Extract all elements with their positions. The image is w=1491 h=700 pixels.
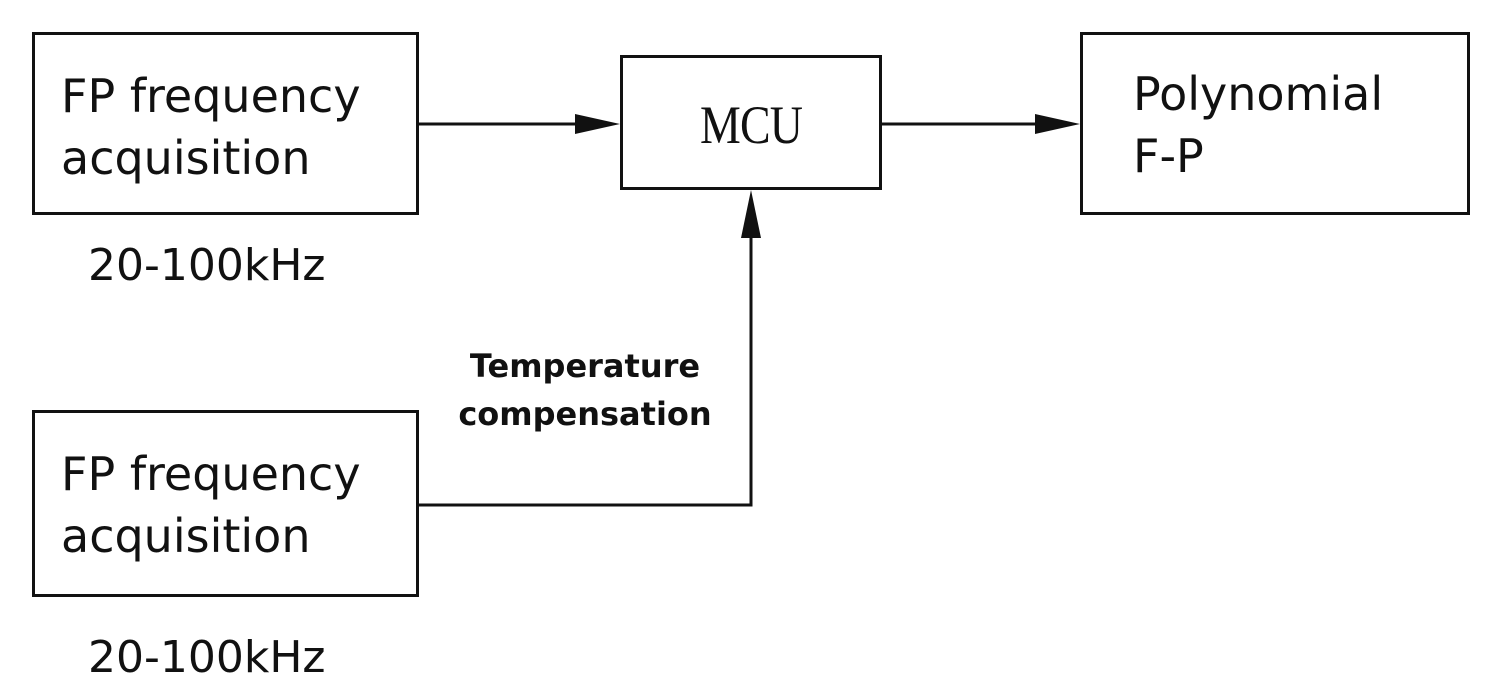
arrowhead-fp-top-to-mcu xyxy=(575,114,620,134)
fp-bottom-label: FP frequency acquisition xyxy=(61,447,361,563)
polynomial-fp-block: Polynomial F-P xyxy=(1080,32,1470,215)
arrowhead-fp-bottom-to-mcu xyxy=(741,190,761,238)
fp-frequency-acquisition-top-block: FP frequency acquisition xyxy=(32,32,419,215)
fp-bottom-frequency-range: 20-100kHz xyxy=(88,632,326,683)
polynomial-label: Polynomial F-P xyxy=(1133,67,1384,183)
mcu-block: MCU xyxy=(620,55,882,190)
temperature-compensation-label: Temperature compensation xyxy=(458,347,712,433)
mcu-label: MCU xyxy=(699,95,803,155)
fp-frequency-acquisition-bottom-block: FP frequency acquisition xyxy=(32,410,419,597)
fp-top-frequency-range: 20-100kHz xyxy=(88,240,326,291)
fp-top-label: FP frequency acquisition xyxy=(61,69,361,185)
arrowhead-mcu-to-polynomial xyxy=(1035,114,1080,134)
